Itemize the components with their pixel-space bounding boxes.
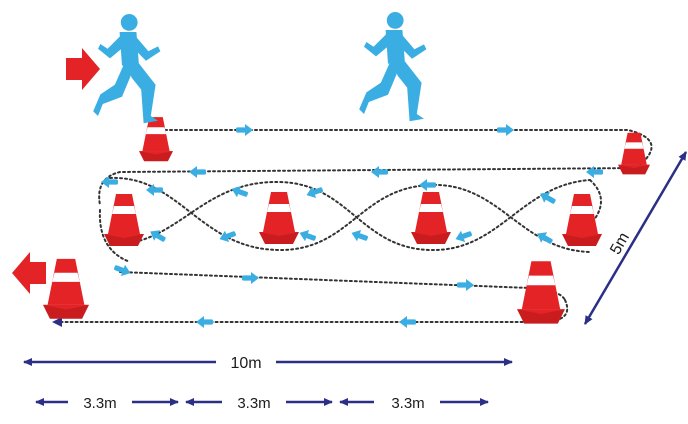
cones: [43, 117, 650, 324]
path-end-arrowhead-icon: [52, 317, 62, 327]
path-arrow-icon: [371, 166, 388, 178]
path-arrow-icon: [419, 179, 436, 191]
path-arrow-icon: [112, 261, 133, 279]
path-arrow-icon: [236, 124, 253, 136]
path-arrow-icon: [189, 166, 206, 178]
cone-icon: [139, 117, 173, 162]
path-arrow-icon: [534, 228, 555, 248]
cone-icon: [618, 132, 650, 175]
total-length-dimension: 10m: [23, 355, 513, 372]
start-arrow-icon: [66, 48, 100, 90]
width-label: 5m: [607, 230, 633, 258]
segment-3-label: 3.3m: [391, 395, 424, 412]
path-arrow-icon: [399, 316, 416, 328]
segment-dimensions: 3.3m 3.3m 3.3m: [35, 395, 489, 412]
cone-icon: [562, 194, 602, 246]
path-arrow-icon: [217, 227, 238, 245]
cone-icon: [411, 192, 451, 244]
width-dimension: 5m: [583, 151, 688, 325]
cone-icon: [517, 261, 565, 324]
path-arrow-icon: [297, 227, 318, 245]
finish-arrow-icon: [12, 252, 46, 294]
path-arrow-icon: [349, 227, 370, 245]
path-arrow-icon: [242, 272, 259, 284]
segment-2-label: 3.3m: [237, 395, 270, 412]
cone-icon: [43, 258, 89, 319]
runner-icon: [359, 11, 427, 122]
path-arrow-icon: [196, 316, 213, 328]
segment-1-label: 3.3m: [83, 395, 116, 412]
total-length-label: 10m: [230, 355, 261, 372]
cone-icon: [104, 194, 144, 246]
path-arrow-icon: [497, 124, 514, 136]
path-arrow-icon: [457, 279, 474, 291]
runner-icon: [93, 13, 161, 124]
cone-icon: [259, 192, 299, 244]
